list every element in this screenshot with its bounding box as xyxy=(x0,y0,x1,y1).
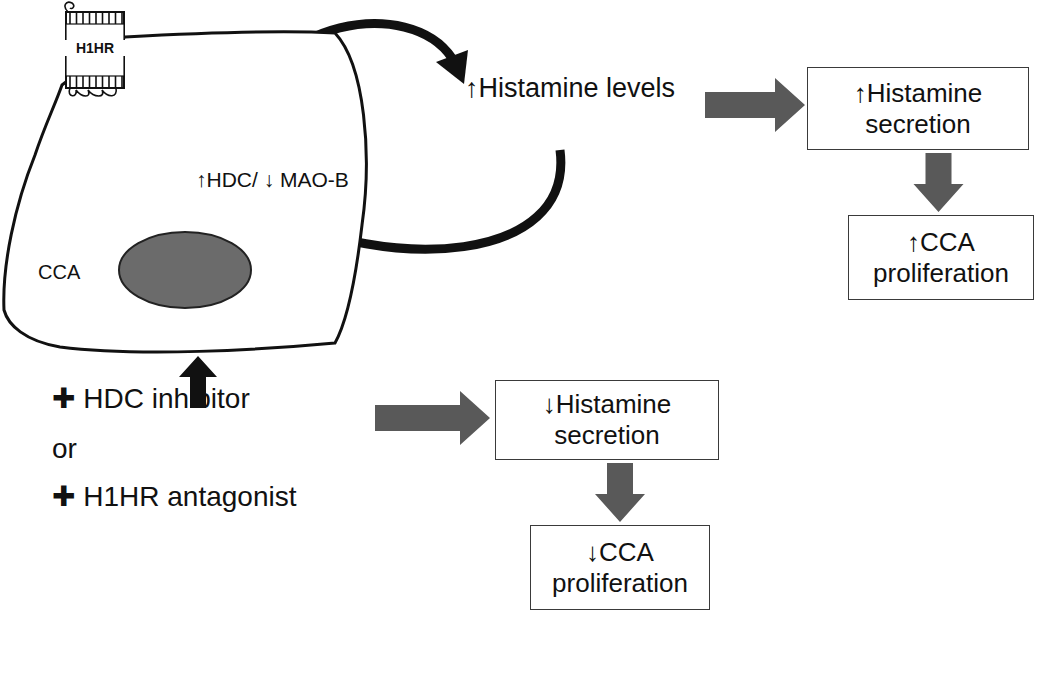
receptor-label: H1HR xyxy=(62,40,128,56)
box-text: ↑Histamine secretion xyxy=(816,78,1020,139)
box-text: ↑CCA proliferation xyxy=(857,227,1025,288)
free-label: ✚ H1HR antagonist xyxy=(52,480,296,514)
cycle-arrow-head xyxy=(436,50,468,84)
cell-membrane xyxy=(4,32,366,352)
block-arrow xyxy=(914,153,964,212)
block-arrow xyxy=(595,463,645,522)
receptor: H1HR xyxy=(62,0,128,100)
free-label: ✚ HDC inhibitor xyxy=(52,382,250,416)
process-box: ↓CCA proliferation xyxy=(530,525,710,610)
process-box: ↑CCA proliferation xyxy=(848,215,1034,300)
cell-text: ↑HDC/ ↓ MAO-B xyxy=(196,168,349,192)
free-label: or xyxy=(52,432,77,466)
box-text: ↓CCA proliferation xyxy=(539,537,701,598)
cell-outline xyxy=(0,25,380,365)
free-label: ↑Histamine levels xyxy=(465,72,680,104)
process-box: ↑Histamine secretion xyxy=(807,67,1029,150)
cell-text: CCA xyxy=(38,261,80,284)
block-arrow xyxy=(375,391,490,445)
cell: ↑HDC/ ↓ MAO-B CCA H1HR xyxy=(0,25,380,365)
nucleus xyxy=(119,232,251,308)
block-arrow xyxy=(705,78,805,132)
box-text: ↓Histamine secretion xyxy=(504,389,710,450)
process-box: ↓Histamine secretion xyxy=(495,380,719,460)
